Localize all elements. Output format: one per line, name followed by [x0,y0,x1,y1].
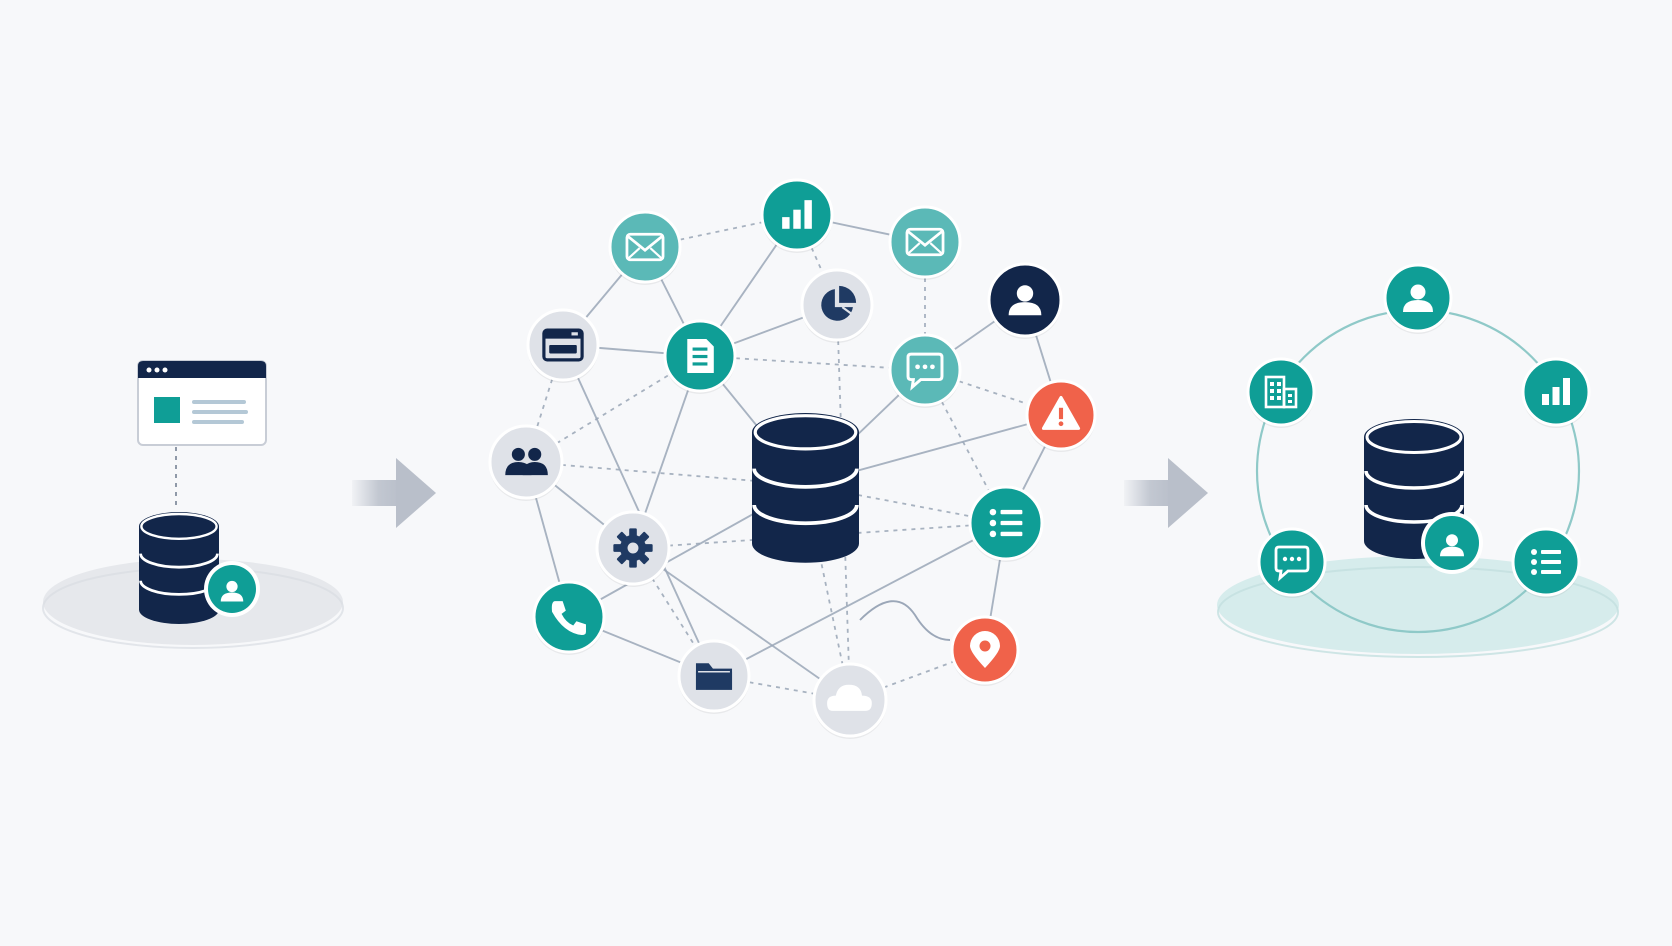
network-node [950,615,1020,686]
user-badge [1421,512,1483,574]
network-node [1521,357,1591,428]
browser-window-icon [137,360,267,446]
network-node [677,639,751,714]
arrow-2 [1124,458,1208,528]
network-node [812,662,888,739]
user-badge [204,561,260,617]
connection-line [525,461,806,486]
document-icon [687,339,714,373]
network-node [760,178,834,253]
connection-line [632,547,851,701]
network-node [663,319,737,394]
connection-line [525,355,701,463]
stage-unified-data [1217,263,1619,658]
network-node [488,424,564,501]
arrow-1 [352,458,436,528]
list-icon [1531,549,1561,575]
network-node [888,333,962,408]
connection-line [562,344,715,677]
network-node [532,580,606,655]
connection-line [713,522,1007,677]
network-node [1511,527,1581,598]
stage-fragmented-data [488,178,1097,739]
network-node [526,308,600,383]
network-node [1025,379,1097,452]
connection-line [859,600,951,641]
network-node [888,205,962,280]
gear-icon [613,528,653,568]
network-node [987,262,1063,339]
network-node [968,485,1044,562]
connection-line [804,484,1007,524]
network-node [1257,527,1327,598]
database-icon [137,510,221,626]
network-node [800,268,874,343]
network-node [595,510,671,587]
network-node [1246,357,1316,428]
list-icon [989,508,1023,538]
network-node [1383,263,1453,334]
connection-line [699,355,926,371]
connection-line [836,304,851,701]
database-icon [750,411,861,565]
network-node [608,210,682,285]
stage-single-source [42,360,344,649]
